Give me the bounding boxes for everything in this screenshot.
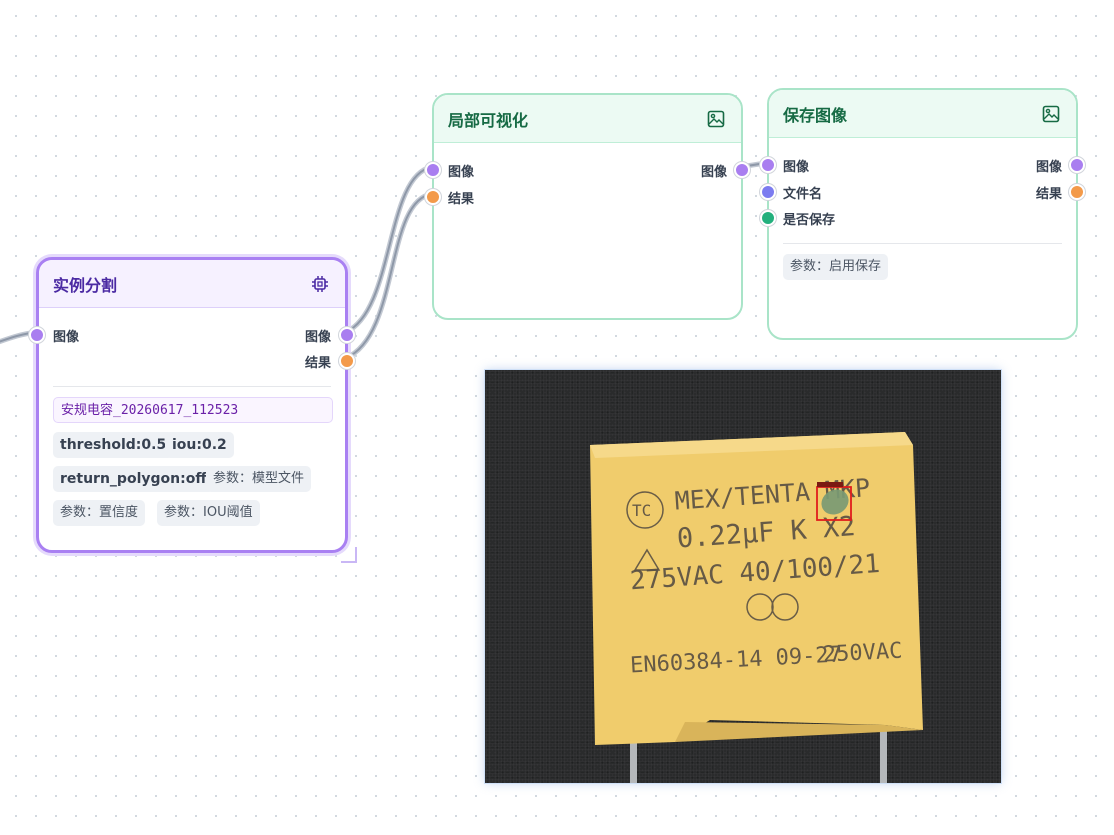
port-label: 图像 bbox=[448, 165, 475, 180]
result-preview-image: TC MEX/TENTA MKP 0.22μF K X2 275VAC 40/1… bbox=[485, 370, 1001, 783]
port-dot-image[interactable] bbox=[760, 157, 776, 173]
segmentation-mask bbox=[821, 489, 849, 515]
save-image-node[interactable]: 保存图像 图像 文件名 是否保存 图像 结果 参数：启用保存 bbox=[760, 88, 1085, 340]
port-label: 图像 bbox=[700, 165, 727, 180]
node-title: 局部可视化 bbox=[448, 110, 529, 130]
node-title: 保存图像 bbox=[783, 105, 848, 125]
instance-segmentation-node[interactable]: 实例分割 图像 图像 结果 安规电容_20260617_112523 thres… bbox=[29, 257, 355, 553]
resize-handle[interactable] bbox=[341, 547, 357, 563]
image-icon bbox=[1040, 103, 1062, 125]
port-label: 图像 bbox=[53, 330, 80, 345]
param-chip-iou-threshold[interactable]: 参数：IOU阈值 bbox=[157, 500, 260, 526]
chip-icon bbox=[309, 273, 331, 295]
port-dot-result[interactable] bbox=[425, 189, 441, 205]
param-chip-enable-save[interactable]: 参数：启用保存 bbox=[783, 254, 889, 280]
port-dot-image[interactable] bbox=[425, 162, 441, 178]
image-icon bbox=[705, 108, 727, 130]
port-dot-image[interactable] bbox=[1069, 157, 1085, 173]
capacitor-line-5: 250VAC bbox=[822, 639, 903, 668]
edge-seg-result-to-vis-result[interactable] bbox=[344, 191, 433, 361]
local-visualization-node[interactable]: 局部可视化 图像 结果 图像 bbox=[425, 93, 750, 320]
port-label: 图像 bbox=[783, 160, 810, 175]
param-chip-iou[interactable]: iou:0.2 bbox=[165, 432, 234, 458]
port-dot-image[interactable] bbox=[734, 162, 750, 178]
node-header[interactable]: 保存图像 bbox=[769, 90, 1076, 138]
port-label: 结果 bbox=[448, 192, 475, 207]
port-label: 图像 bbox=[304, 330, 331, 345]
port-dot-result[interactable] bbox=[339, 353, 355, 369]
node-header[interactable]: 局部可视化 bbox=[434, 95, 741, 143]
model-file-value[interactable]: 安规电容_20260617_112523 bbox=[53, 397, 333, 423]
port-dot-image[interactable] bbox=[29, 327, 45, 343]
port-label: 结果 bbox=[304, 356, 331, 371]
port-label: 结果 bbox=[1035, 187, 1062, 202]
divider bbox=[783, 243, 1062, 244]
port-label: 文件名 bbox=[783, 187, 823, 202]
param-chip-model-file[interactable]: 参数：模型文件 bbox=[206, 466, 312, 492]
port-dot-image[interactable] bbox=[339, 327, 355, 343]
param-chip-return-polygon[interactable]: return_polygon:off bbox=[53, 466, 214, 492]
port-label: 是否保存 bbox=[783, 213, 836, 228]
capacitor-logo: TC bbox=[632, 501, 651, 520]
node-header[interactable]: 实例分割 bbox=[39, 260, 345, 308]
port-label: 图像 bbox=[1035, 160, 1062, 175]
port-dot-should-save[interactable] bbox=[760, 210, 776, 226]
param-chip-confidence[interactable]: 参数：置信度 bbox=[53, 500, 146, 526]
capacitor-photo: TC MEX/TENTA MKP 0.22μF K X2 275VAC 40/1… bbox=[590, 432, 923, 783]
port-dot-result[interactable] bbox=[1069, 184, 1085, 200]
divider bbox=[53, 386, 331, 387]
param-chip-threshold[interactable]: threshold:0.5 bbox=[53, 432, 174, 458]
node-title: 实例分割 bbox=[53, 275, 118, 295]
port-dot-filename[interactable] bbox=[760, 184, 776, 200]
